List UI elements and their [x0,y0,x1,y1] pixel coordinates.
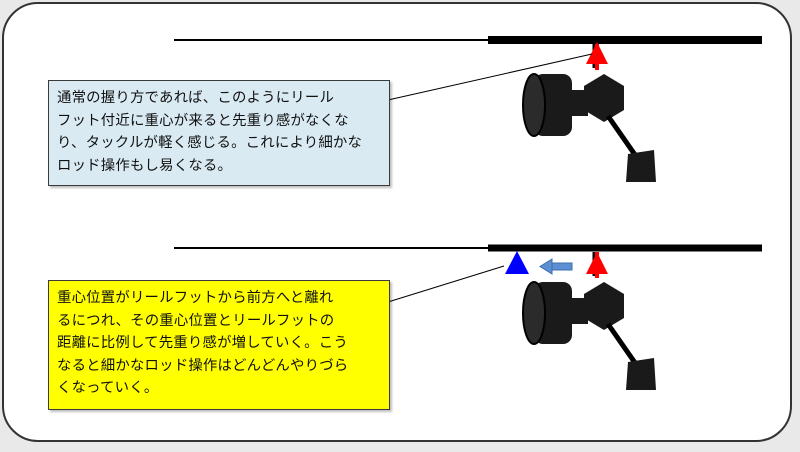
slide-frame: 通常の握り方であれば、このようにリール フット付近に重心が来ると先重り感がなくな… [2,2,792,442]
reel-icon [522,44,656,182]
callout-forward-weight: 重心位置がリールフットから前方へと離れ るにつれ、その重心位置とリールフットの … [48,280,390,410]
rod-diagram-normal [174,36,762,182]
diagram-canvas [174,36,762,390]
reel-icon-bottom [522,252,656,390]
callout-pointer-top [387,53,593,101]
center-of-gravity-marker-reel-foot [586,42,608,70]
rod-diagram-forward-shift [174,244,762,390]
center-of-gravity-marker-forward [505,251,529,274]
center-of-gravity-marker-reel-foot-bottom [586,252,608,278]
callout-normal-grip: 通常の握り方であれば、このようにリール フット付近に重心が来ると先重り感がなくな… [48,80,390,186]
arrow-left-icon [539,258,573,275]
callout-pointer-bottom [387,265,505,303]
